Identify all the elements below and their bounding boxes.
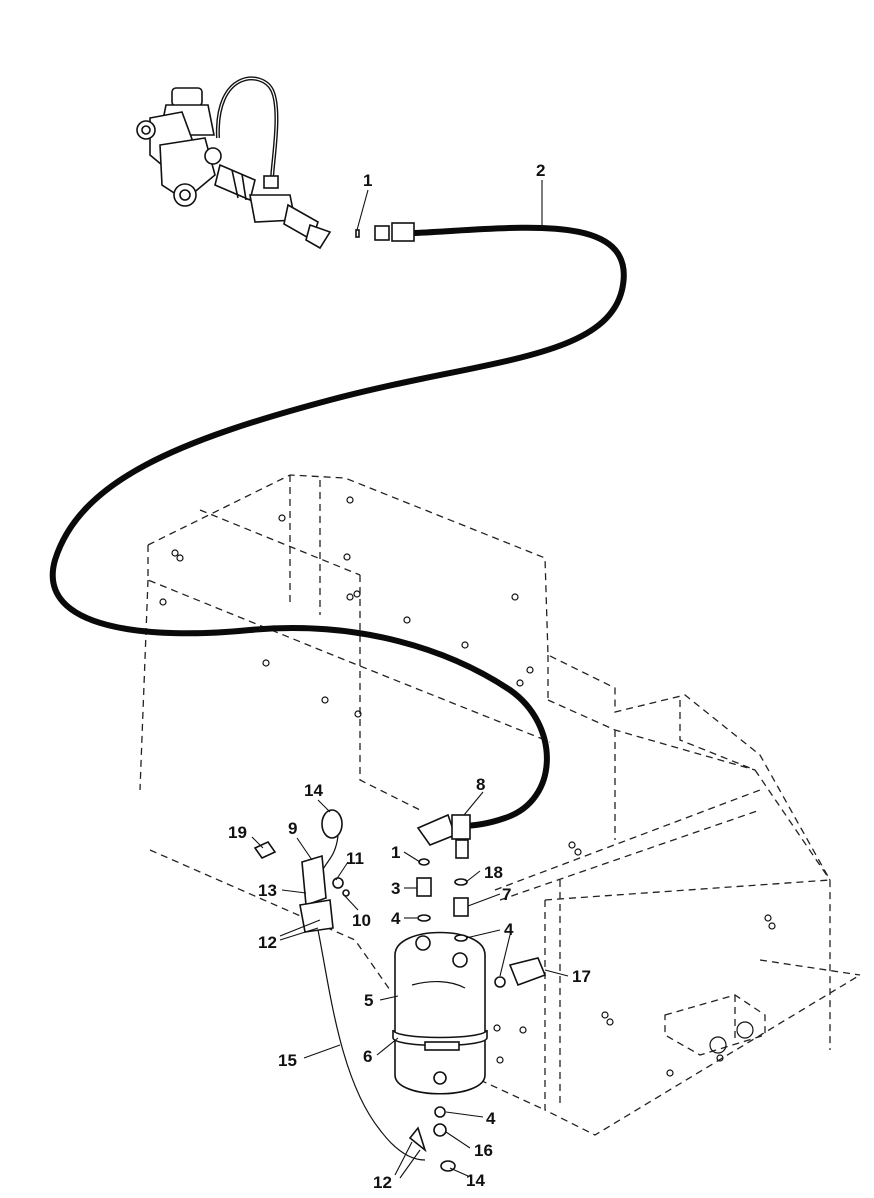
callout-8: 8 [476,775,485,794]
callout-2: 2 [536,161,545,180]
callout-10: 10 [352,911,371,930]
callout-4-bottom: 4 [486,1109,496,1128]
callout-3: 3 [391,879,400,898]
air-hose [49,224,627,829]
callout-4-right: 4 [504,920,514,939]
air-tank [392,931,488,1095]
callout-12-bottom: 12 [373,1173,392,1192]
callout-1-lower: 1 [391,843,400,862]
callout-5: 5 [364,991,373,1010]
leader-lines [251,180,569,1179]
callout-7: 7 [502,885,511,904]
callout-15: 15 [278,1051,297,1070]
callout-9: 9 [288,819,297,838]
callout-18: 18 [484,863,503,882]
governor-valve-assembly [136,76,415,250]
callout-14: 14 [304,781,323,800]
callout-12: 12 [258,933,277,952]
callout-1: 1 [363,171,372,190]
callout-17: 17 [572,967,591,986]
callout-6: 6 [363,1047,372,1066]
chassis-frame [139,474,861,1136]
callout-11: 11 [346,849,364,868]
callout-labels: 1 2 8 14 19 9 11 13 10 12 1 3 4 18 7 4 1… [228,161,591,1192]
callout-14-bottom: 14 [466,1171,485,1190]
callout-13: 13 [258,881,277,900]
callout-19: 19 [228,823,247,842]
fittings [416,813,547,988]
callout-16: 16 [474,1141,493,1160]
callout-4: 4 [391,909,401,928]
